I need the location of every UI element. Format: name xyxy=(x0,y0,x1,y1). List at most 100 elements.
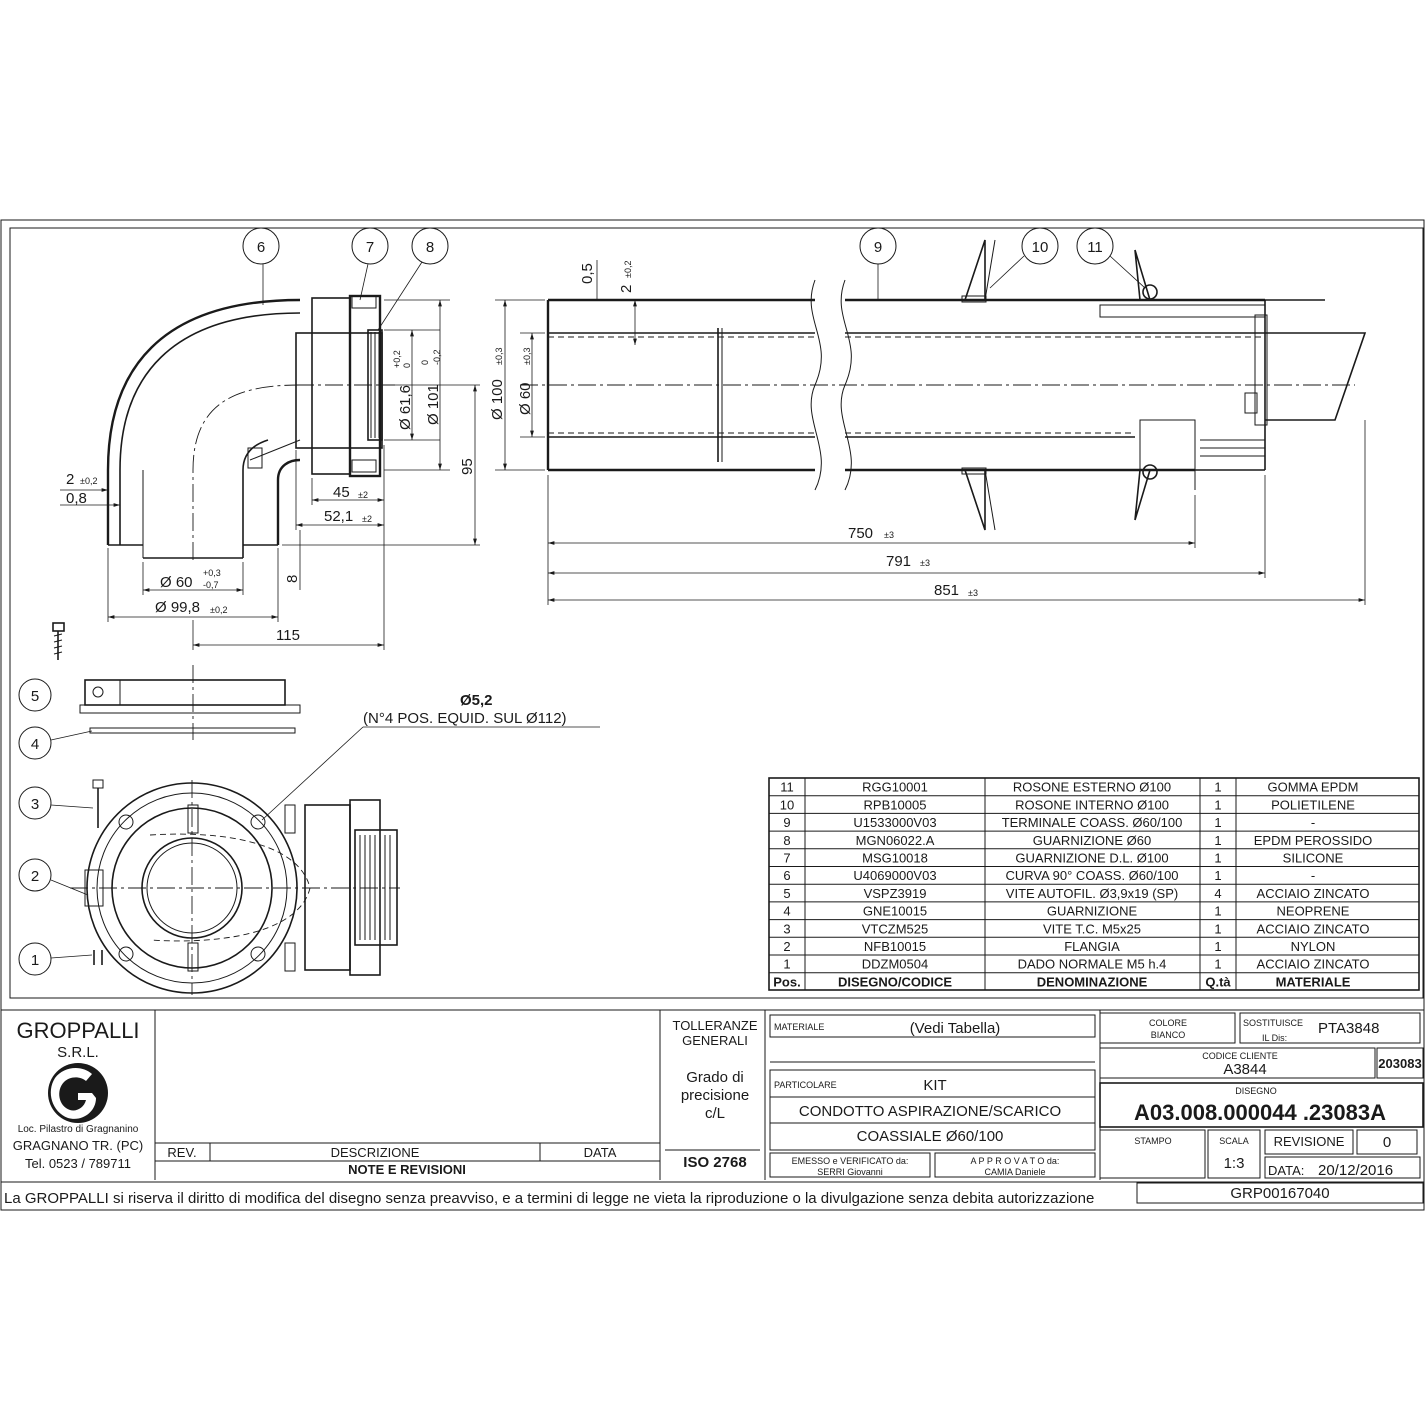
table-cell-code: RGG10001 xyxy=(862,780,928,795)
particolare-2: CONDOTTO ASPIRAZIONE/SCARICO xyxy=(799,1103,1061,1120)
svg-text:Ø 61,6: Ø 61,6 xyxy=(397,385,414,430)
svg-text:851: 851 xyxy=(934,582,959,599)
table-cell-pos: 10 xyxy=(780,797,794,812)
svg-text:115: 115 xyxy=(276,627,300,644)
table-cell-name: GUARNIZIONE xyxy=(1047,904,1138,919)
svg-text:3: 3 xyxy=(31,796,39,813)
table-cell-pos: 1 xyxy=(783,957,790,972)
table-cell-name: ROSONE ESTERNO Ø100 xyxy=(1013,780,1171,795)
svg-text:±0,2: ±0,2 xyxy=(623,261,633,278)
svg-text:±0,3: ±0,3 xyxy=(494,348,504,365)
svg-text:±2: ±2 xyxy=(362,514,372,524)
data-value: 20/12/2016 xyxy=(1318,1162,1393,1179)
table-cell-name: GUARNIZIONE D.L. Ø100 xyxy=(1015,851,1168,866)
table-cell-code: MGN06022.A xyxy=(856,833,935,848)
table-header-name: DENOMINAZIONE xyxy=(1037,974,1148,989)
table-cell-material: ACCIAIO ZINCATO xyxy=(1257,957,1370,972)
balloon-10: 10 xyxy=(989,227,1059,289)
drawing-frame xyxy=(0,219,1425,1211)
svg-text:45: 45 xyxy=(333,484,350,501)
table-cell-code: GNE10015 xyxy=(863,904,927,919)
svg-text:1: 1 xyxy=(31,952,39,969)
sostituisce-label: SOSTITUISCE xyxy=(1243,1018,1303,1028)
terminal-view xyxy=(520,239,1367,531)
codice-cliente-label: CODICE CLIENTE xyxy=(1202,1051,1278,1061)
disegno-label: DISEGNO xyxy=(1235,1086,1277,1096)
svg-text:-0,7: -0,7 xyxy=(203,580,219,590)
materiale-value: (Vedi Tabella) xyxy=(910,1020,1001,1037)
svg-text:2: 2 xyxy=(618,285,635,293)
iso-standard: ISO 2768 xyxy=(683,1154,746,1171)
svg-text:Ø 99,8: Ø 99,8 xyxy=(155,599,200,616)
svg-text:2: 2 xyxy=(31,868,39,885)
particolare-3: COASSIALE Ø60/100 xyxy=(857,1128,1004,1145)
tol-title-2: GENERALI xyxy=(682,1033,748,1048)
table-cell-pos: 8 xyxy=(783,833,790,848)
svg-text:7: 7 xyxy=(366,239,374,256)
table-cell-material: - xyxy=(1311,868,1315,883)
disclaimer: La GROPPALLI si riserva il diritto di mo… xyxy=(4,1190,1094,1207)
table-cell-code: VSPZ3919 xyxy=(864,886,927,901)
svg-text:750: 750 xyxy=(848,525,873,542)
hole-diameter: Ø5,2 xyxy=(460,692,493,709)
table-cell-code: VTCZM525 xyxy=(862,921,928,936)
svg-text:0,5: 0,5 xyxy=(579,263,596,284)
screw-part-5 xyxy=(52,622,65,660)
balloon-4: 4 xyxy=(18,726,93,760)
revisione-label: REVISIONE xyxy=(1274,1134,1345,1149)
table-cell-name: CURVA 90° COASS. Ø60/100 xyxy=(1005,868,1178,883)
table-cell-material: SILICONE xyxy=(1283,851,1344,866)
elbow-view xyxy=(106,294,395,560)
table-header-material: MATERIALE xyxy=(1276,974,1351,989)
company-name: GROPPALLI xyxy=(16,1018,139,1043)
colore-label: COLORE xyxy=(1149,1018,1187,1028)
company-sub: S.R.L. xyxy=(57,1044,99,1061)
emesso-value: SERRI Giovanni xyxy=(817,1167,883,1177)
flange-side-view xyxy=(79,665,301,740)
hole-note: (N°4 POS. EQUID. SUL Ø112) xyxy=(363,710,567,727)
disegno-value: A03.008.000044 .23083A xyxy=(1134,1100,1386,1125)
table-cell-qty: 1 xyxy=(1214,957,1221,972)
rev-label: REV. xyxy=(167,1145,196,1160)
table-cell-code: RPB10005 xyxy=(864,797,927,812)
address-line-1: Loc. Pilastro di Gragnanino xyxy=(18,1124,139,1135)
table-cell-code: DDZM0504 xyxy=(862,957,928,972)
svg-text:9: 9 xyxy=(874,239,882,256)
table-cell-qty: 1 xyxy=(1214,939,1221,954)
table-cell-name: ROSONE INTERNO Ø100 xyxy=(1015,797,1169,812)
svg-text:791: 791 xyxy=(886,553,911,570)
table-cell-pos: 6 xyxy=(783,868,790,883)
svg-text:0: 0 xyxy=(402,363,412,368)
approvato-label: A P P R O V A T O da: xyxy=(971,1156,1060,1166)
balloon-7: 7 xyxy=(351,227,389,301)
svg-text:0,8: 0,8 xyxy=(66,490,87,507)
date-label: DATA xyxy=(584,1145,617,1160)
svg-text:+0,2: +0,2 xyxy=(392,350,402,368)
grade-1: Grado di xyxy=(686,1069,744,1086)
balloon-11: 11 xyxy=(1076,227,1146,289)
stampo-label: STAMPO xyxy=(1134,1136,1171,1146)
svg-text:±0,2: ±0,2 xyxy=(210,605,227,615)
materiale-label: MATERIALE xyxy=(774,1022,824,1032)
table-cell-material: NYLON xyxy=(1291,939,1336,954)
table-cell-qty: 1 xyxy=(1214,851,1221,866)
table-cell-qty: 1 xyxy=(1214,780,1221,795)
svg-text:8: 8 xyxy=(284,575,301,583)
svg-text:±3: ±3 xyxy=(884,530,894,540)
table-cell-material: - xyxy=(1311,815,1315,830)
table-cell-name: DADO NORMALE M5 h.4 xyxy=(1018,957,1167,972)
balloon-6: 6 xyxy=(242,227,280,305)
table-cell-qty: 1 xyxy=(1214,833,1221,848)
table-cell-pos: 5 xyxy=(783,886,790,901)
table-cell-pos: 3 xyxy=(783,921,790,936)
balloon-8: 8 xyxy=(377,227,449,331)
table-cell-material: GOMMA EPDM xyxy=(1267,780,1358,795)
grade-3: c/L xyxy=(705,1105,725,1122)
grade-2: precisione xyxy=(681,1087,749,1104)
svg-text:52,1: 52,1 xyxy=(324,508,353,525)
descr-label: DESCRIZIONE xyxy=(331,1145,420,1160)
table-cell-name: VITE AUTOFIL. Ø3,9x19 (SP) xyxy=(1006,886,1178,901)
svg-text:±0,3: ±0,3 xyxy=(522,348,532,365)
table-cell-material: ACCIAIO ZINCATO xyxy=(1257,921,1370,936)
table-cell-qty: 1 xyxy=(1214,921,1221,936)
